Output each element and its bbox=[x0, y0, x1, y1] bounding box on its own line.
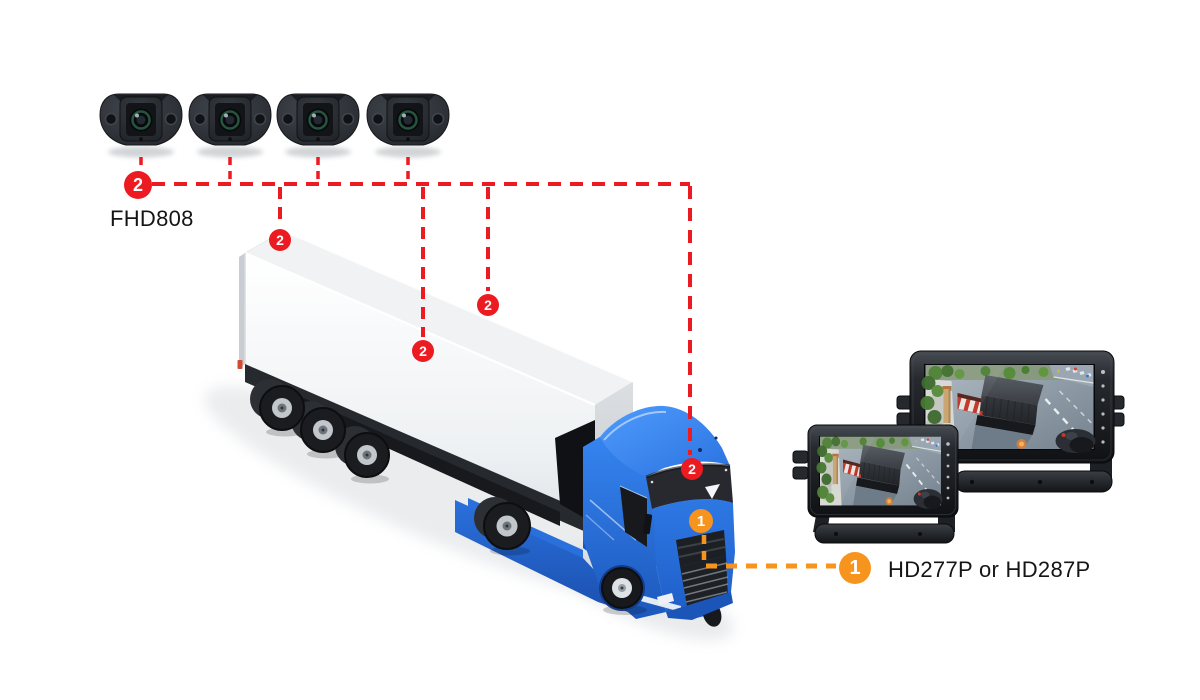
monitor-point-cab: 1 bbox=[689, 509, 713, 533]
camera-point-cab-roof: 2 bbox=[681, 458, 703, 480]
monitor-large bbox=[896, 350, 1125, 493]
trailer-wheels bbox=[250, 379, 390, 484]
camera-unit-2 bbox=[189, 94, 271, 158]
monitor-model-label: HD277P or HD287P bbox=[888, 557, 1091, 582]
monitor-connection-lines bbox=[701, 535, 836, 569]
monitor-small bbox=[792, 424, 959, 544]
camera-system-badge: 2 bbox=[124, 171, 152, 199]
camera-connection-lines bbox=[139, 157, 692, 455]
camera-point-trailer-rear: 2 bbox=[269, 229, 291, 251]
truck-cab bbox=[583, 405, 735, 627]
monitor-small-button-icons bbox=[946, 442, 950, 500]
camera-unit-3 bbox=[277, 94, 359, 158]
camera-point-trailer-mid: 2 bbox=[412, 340, 434, 362]
monitor-small-knob-left-2 bbox=[792, 466, 809, 480]
truck-illustration bbox=[204, 230, 735, 641]
monitor-system-badge: 1 bbox=[839, 552, 871, 584]
camera-unit-4 bbox=[367, 94, 449, 158]
trailer bbox=[237, 230, 634, 536]
monitor-large-button-icons bbox=[1101, 370, 1105, 444]
camera-model-label: FHD808 bbox=[110, 206, 194, 231]
monitor-small-knob-left-1 bbox=[792, 450, 809, 464]
camera-group bbox=[100, 94, 449, 158]
camera-unit-1 bbox=[100, 94, 182, 158]
camera-point-trailer-front: 2 bbox=[477, 294, 499, 316]
